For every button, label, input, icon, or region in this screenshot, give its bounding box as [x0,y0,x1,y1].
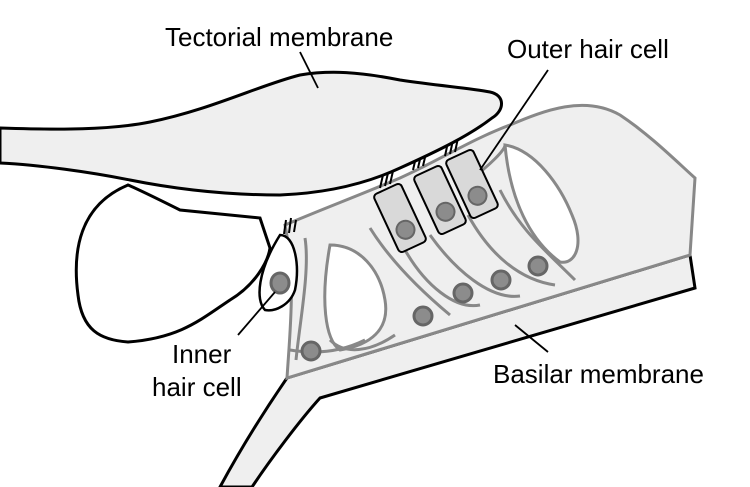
basilar-leader [514,324,549,353]
outer-hair-cell-leader [479,69,549,171]
inner-hair-cell-label-line2: hair cell [152,372,242,402]
outer-sulcus-region [74,183,272,344]
tectorial-membrane-label: Tectorial membrane [165,22,393,52]
inner-hair-cell [258,217,299,312]
outer-hair-cell [413,164,467,236]
inner-hair-cell-leader [237,291,276,336]
tectorial-membrane [0,70,503,197]
inner-hair-cell-label-line1: Inner [172,339,232,369]
stereocilia [283,217,297,235]
nucleus [527,255,549,277]
nucleus [300,340,322,362]
support-cells [289,143,580,361]
leader-lines [237,51,549,353]
tectorial-leader [299,51,319,89]
outer-hair-cell-label: Outer hair cell [507,34,669,64]
nucleus [412,305,434,327]
outer-hair-cell [445,148,499,220]
outer-hair-cell [373,182,427,254]
organ-of-corti [283,103,697,381]
nucleus [490,269,512,291]
basilar-membrane-label: Basilar membrane [493,359,704,389]
support-nuclei [300,255,549,362]
nucleus [452,282,474,304]
